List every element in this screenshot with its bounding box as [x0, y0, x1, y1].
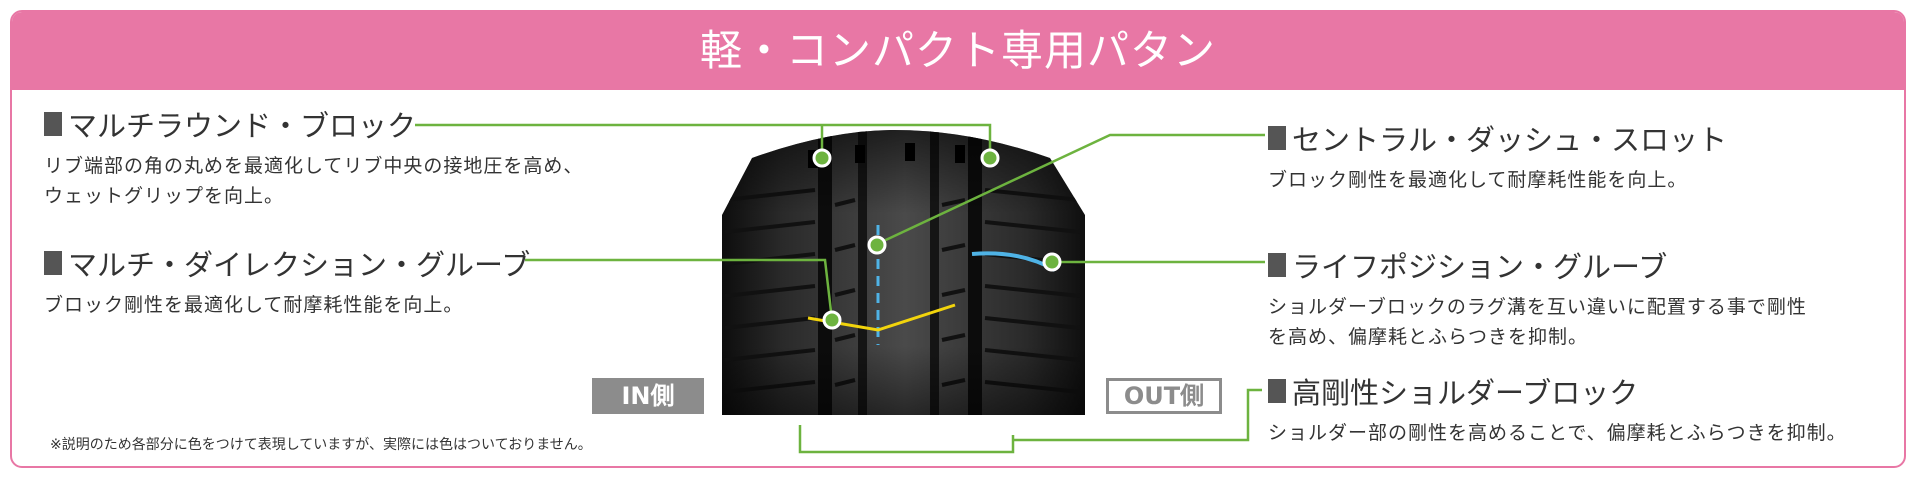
out-side-label: OUT側: [1106, 378, 1222, 414]
feature-heading: 高剛性ショルダーブロック: [1292, 376, 1639, 410]
feature-multi-round-block: マルチラウンド・ブロック リブ端部の角の丸めを最適化してリブ中央の接地圧を高め、…: [44, 103, 583, 211]
feature-desc-line: ショルダーブロックのラグ溝を互い違いに配置する事で剛性: [1268, 296, 1807, 318]
feature-high-rigidity-shoulder-block: 高剛性ショルダーブロック ショルダー部の剛性を高めることで、偏摩耗とふらつきを抑…: [1268, 370, 1847, 448]
feature-heading: マルチ・ダイレクション・グルーブ: [68, 248, 531, 282]
leader-points: [812, 148, 1062, 330]
feature-desc-line: ブロック剛性を最適化して耐摩耗性能を向上。: [44, 294, 464, 316]
bullet-square-icon: [1268, 126, 1286, 150]
feature-multi-direction-groove: マルチ・ダイレクション・グルーブ ブロック剛性を最適化して耐摩耗性能を向上。: [44, 242, 530, 320]
bullet-square-icon: [1268, 379, 1286, 403]
feature-desc-line: ウェットグリップを向上。: [44, 185, 285, 207]
in-side-label: IN側: [592, 378, 704, 414]
feature-desc-line: ブロック剛性を最適化して耐摩耗性能を向上。: [1268, 169, 1688, 191]
feature-desc-line: ショルダー部の剛性を高めることで、偏摩耗とふらつきを抑制。: [1268, 422, 1847, 444]
feature-central-dash-slot: セントラル・ダッシュ・スロット ブロック剛性を最適化して耐摩耗性能を向上。: [1268, 117, 1727, 195]
feature-desc-line: を高め、偏摩耗とふらつきを抑制。: [1268, 326, 1589, 348]
feature-life-position-groove: ライフポジション・グルーブ ショルダーブロックのラグ溝を互い違いに配置する事で剛…: [1268, 244, 1807, 352]
feature-heading: マルチラウンド・ブロック: [68, 109, 417, 143]
footnote: ※説明のため各部分に色をつけて表現していますが、実際には色はついておりません。: [50, 437, 592, 453]
bullet-square-icon: [44, 112, 62, 136]
bullet-square-icon: [1268, 253, 1286, 277]
bullet-square-icon: [44, 251, 62, 275]
feature-desc-line: リブ端部の角の丸めを最適化してリブ中央の接地圧を高め、: [44, 155, 584, 177]
tire-tread: [722, 130, 1085, 415]
leader-lines: [415, 123, 1265, 454]
feature-heading: ライフポジション・グルーブ: [1292, 250, 1668, 284]
content-frame: 軽・コンパクト専用パタン: [10, 10, 1906, 468]
page-title: 軽・コンパクト専用パタン: [12, 12, 1904, 90]
feature-heading: セントラル・ダッシュ・スロット: [1292, 123, 1728, 157]
